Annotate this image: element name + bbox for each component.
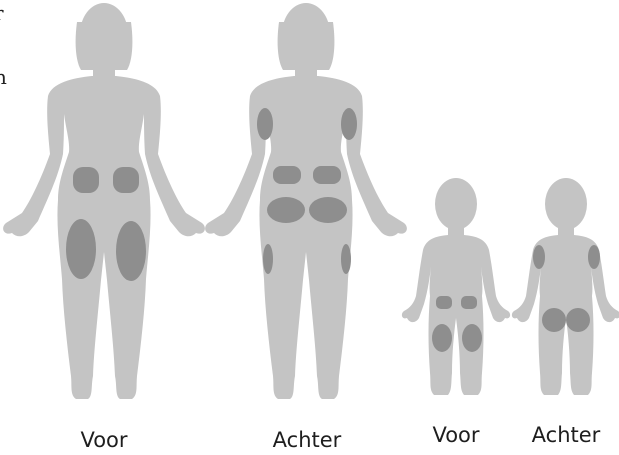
- zone-buttock-left: [542, 308, 566, 332]
- child-back-label: Achter: [516, 423, 616, 447]
- child-front-figure: [402, 178, 510, 395]
- zone-upper-arm-left: [257, 108, 273, 140]
- zone-abdomen-right: [461, 296, 477, 309]
- adult-back-label: Achter: [252, 428, 362, 452]
- child-back-figure: [512, 178, 619, 395]
- zone-upper-arm-left: [533, 245, 545, 269]
- zone-lower-back-right: [313, 166, 341, 184]
- zone-buttock-right: [566, 308, 590, 332]
- cropped-letter-1: r: [0, 1, 4, 25]
- cropped-letter-2: n: [0, 65, 7, 89]
- zone-buttock-left: [267, 197, 305, 223]
- zone-lower-back-left: [273, 166, 301, 184]
- adult-back-figure: [205, 3, 407, 399]
- zone-outer-thigh-left: [263, 244, 273, 274]
- zone-outer-thigh-right: [341, 244, 351, 274]
- zone-thigh-left: [66, 219, 96, 279]
- zone-buttock-right: [309, 197, 347, 223]
- zone-upper-arm-right: [341, 108, 357, 140]
- adult-front-label: Voor: [54, 428, 154, 452]
- child-front-label: Voor: [411, 423, 501, 447]
- zone-abdomen-left: [436, 296, 452, 309]
- zone-upper-arm-right: [588, 245, 600, 269]
- zone-abdomen-left: [73, 167, 99, 193]
- zone-thigh-right: [116, 221, 146, 281]
- adult-front-figure: [3, 3, 205, 399]
- zone-abdomen-right: [113, 167, 139, 193]
- zone-thigh-right: [462, 324, 482, 352]
- zone-thigh-left: [432, 324, 452, 352]
